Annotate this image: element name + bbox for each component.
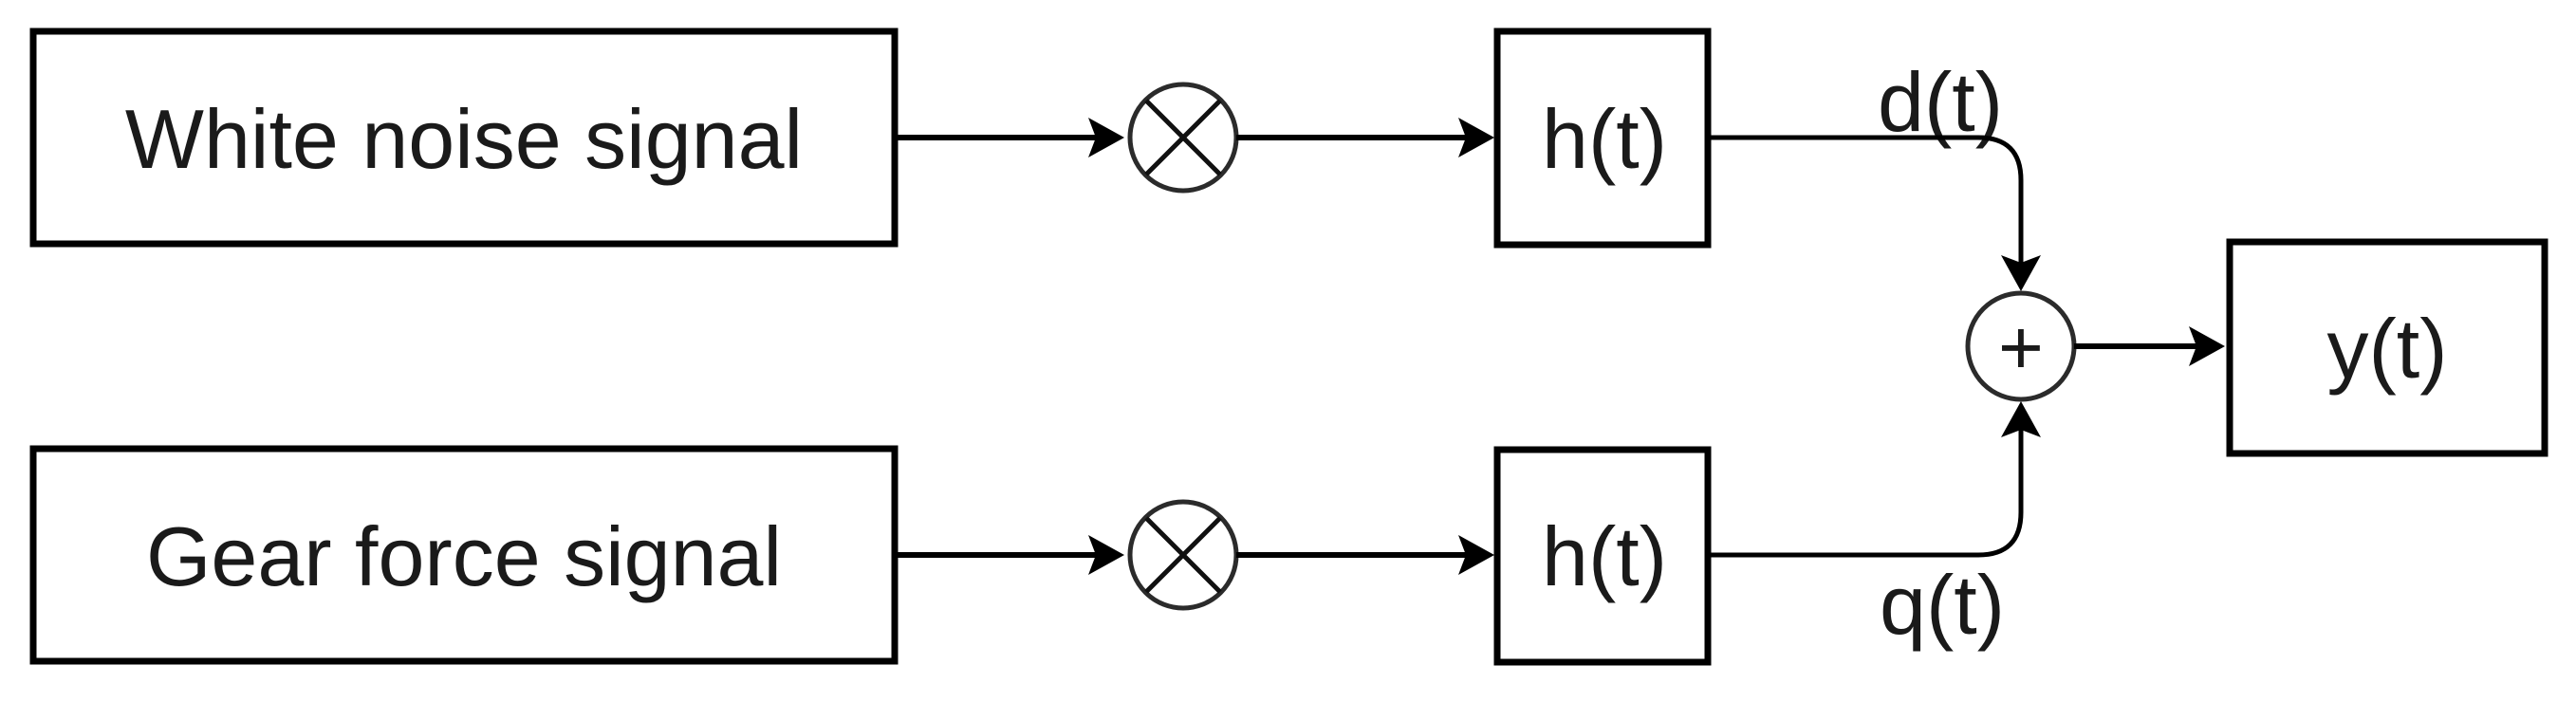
signal-label-d: d(t) — [1878, 55, 2003, 149]
filter-bottom-node: h(t) — [1493, 446, 1712, 666]
arrowhead-icon — [2189, 326, 2225, 366]
filter-top-node: h(t) — [1493, 28, 1712, 249]
signal-label-q: q(t) — [1880, 558, 2005, 652]
arrow-filter-top-to-summer — [1709, 135, 2041, 291]
multiplier-top — [1127, 82, 1239, 194]
filter-bottom-box — [1493, 446, 1712, 666]
arrow-summer-to-output — [2074, 326, 2225, 366]
arrowhead-icon — [1458, 535, 1494, 575]
arrowhead-icon — [2001, 255, 2041, 291]
wire — [1709, 135, 2024, 265]
arrowhead-icon — [1088, 118, 1124, 157]
arrowhead-icon — [1458, 118, 1494, 157]
gear-force-label: Gear force signal — [146, 509, 782, 603]
white-noise-label: White noise signal — [125, 92, 803, 186]
x-stroke — [1144, 99, 1222, 176]
filter-bottom-label: h(t) — [1542, 509, 1667, 603]
filter-top-label: h(t) — [1542, 92, 1667, 186]
arrow-filter-bottom-to-summer — [1709, 401, 2041, 558]
output-box — [2226, 238, 2548, 457]
gear-force-node: Gear force signal — [29, 445, 899, 665]
plus-symbol: + — [1998, 305, 2044, 391]
arrow-gearforce-to-multiplier — [895, 535, 1124, 575]
wire — [1709, 428, 2024, 558]
arrow-whitenoise-to-multiplier — [895, 118, 1124, 157]
summer-node: + — [1965, 290, 2077, 402]
arrowhead-icon — [2001, 401, 2041, 437]
output-label: y(t) — [2326, 302, 2447, 396]
arrowhead-icon — [1088, 535, 1124, 575]
white-noise-box — [29, 28, 899, 248]
white-noise-node: White noise signal — [29, 28, 899, 248]
arrow-multiplier-to-filter-top — [1236, 118, 1494, 157]
gear-force-box — [29, 445, 899, 665]
output-node: y(t) — [2226, 238, 2548, 457]
arrow-multiplier-to-filter-bottom — [1236, 535, 1494, 575]
multiplier-bottom — [1127, 499, 1239, 611]
filter-top-box — [1493, 28, 1712, 249]
x-stroke — [1144, 516, 1222, 594]
